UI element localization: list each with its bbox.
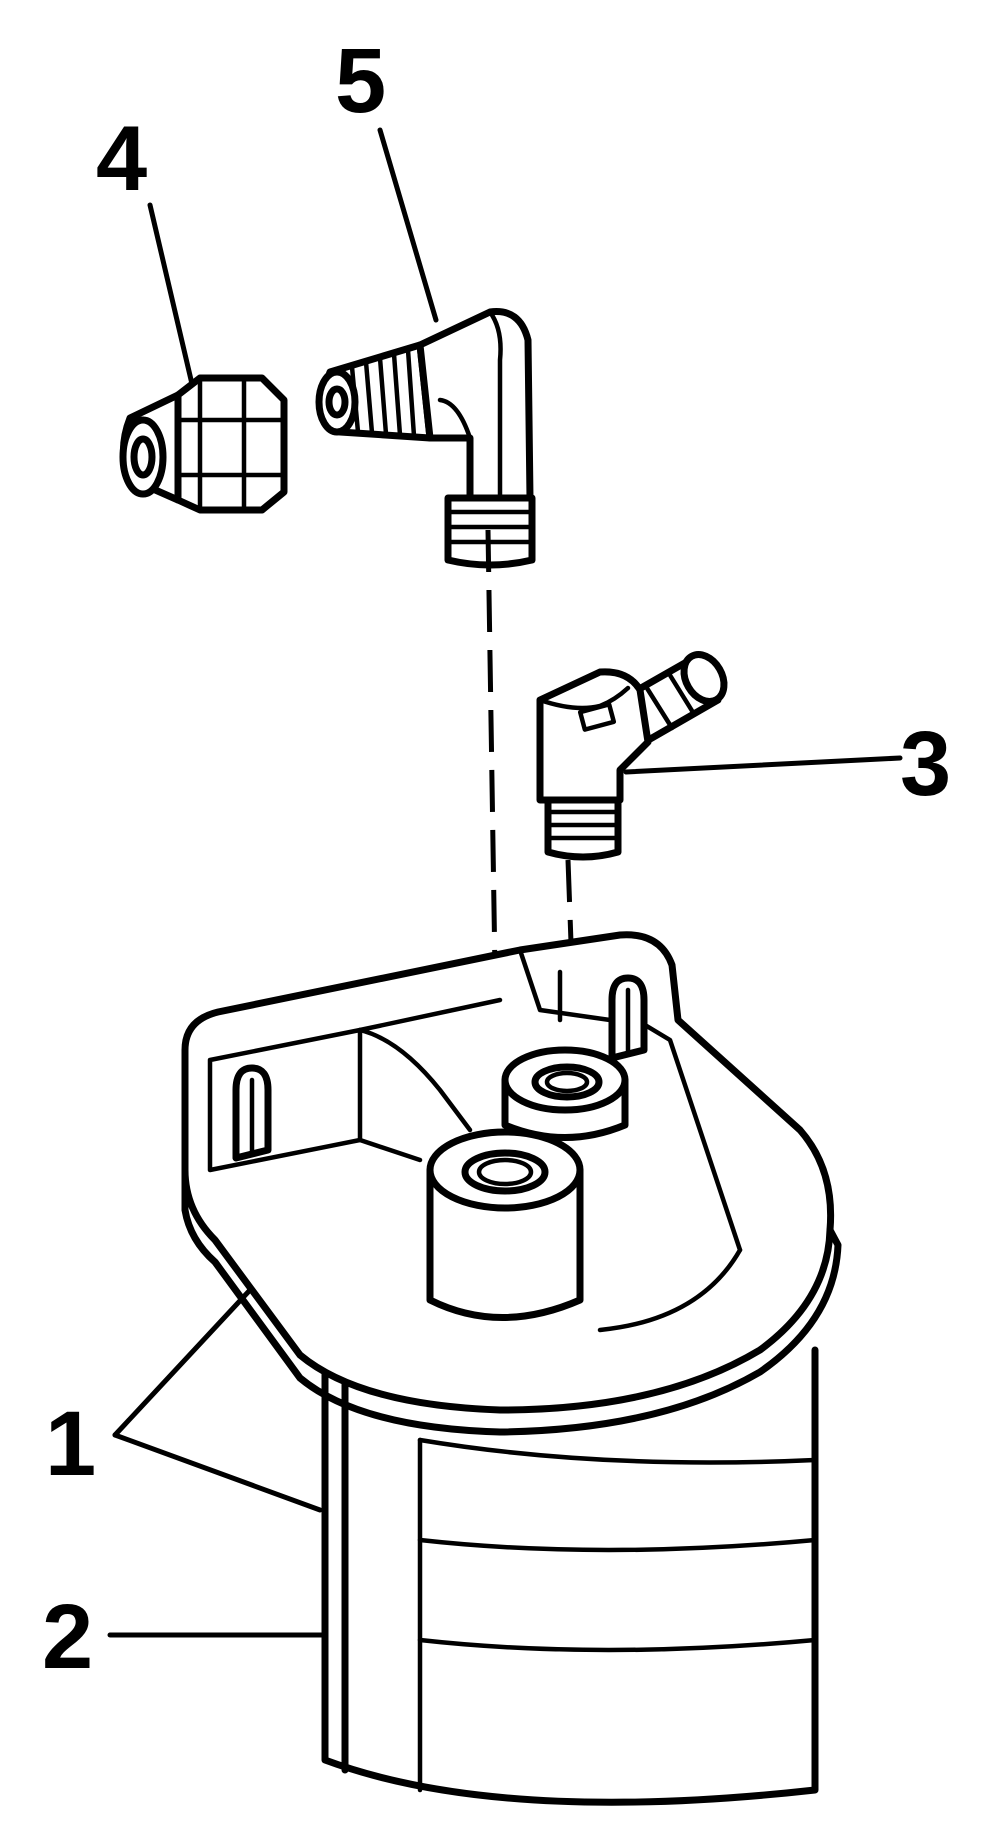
callout-2: 2 bbox=[42, 1586, 93, 1688]
leader-line-1a bbox=[112, 1287, 253, 1438]
part-5-elbow-fitting bbox=[315, 308, 536, 569]
callout-4: 4 bbox=[96, 108, 147, 210]
centerline-part-5 bbox=[485, 529, 501, 1161]
callout-5: 5 bbox=[335, 30, 386, 132]
callout-labels: 5 4 3 1 2 bbox=[42, 30, 951, 1688]
part-3-barbed-elbow bbox=[536, 651, 728, 861]
leader-line-5 bbox=[377, 127, 439, 323]
part-4-flare-nut bbox=[119, 374, 288, 514]
leader-line-4 bbox=[147, 202, 195, 387]
part-1-2-filter-assembly bbox=[181, 931, 842, 1806]
leader-lines bbox=[107, 127, 903, 1638]
callout-1: 1 bbox=[45, 1393, 96, 1495]
leader-line-1b bbox=[112, 1432, 323, 1513]
leader-line-3 bbox=[623, 755, 903, 775]
callout-3: 3 bbox=[900, 713, 951, 815]
